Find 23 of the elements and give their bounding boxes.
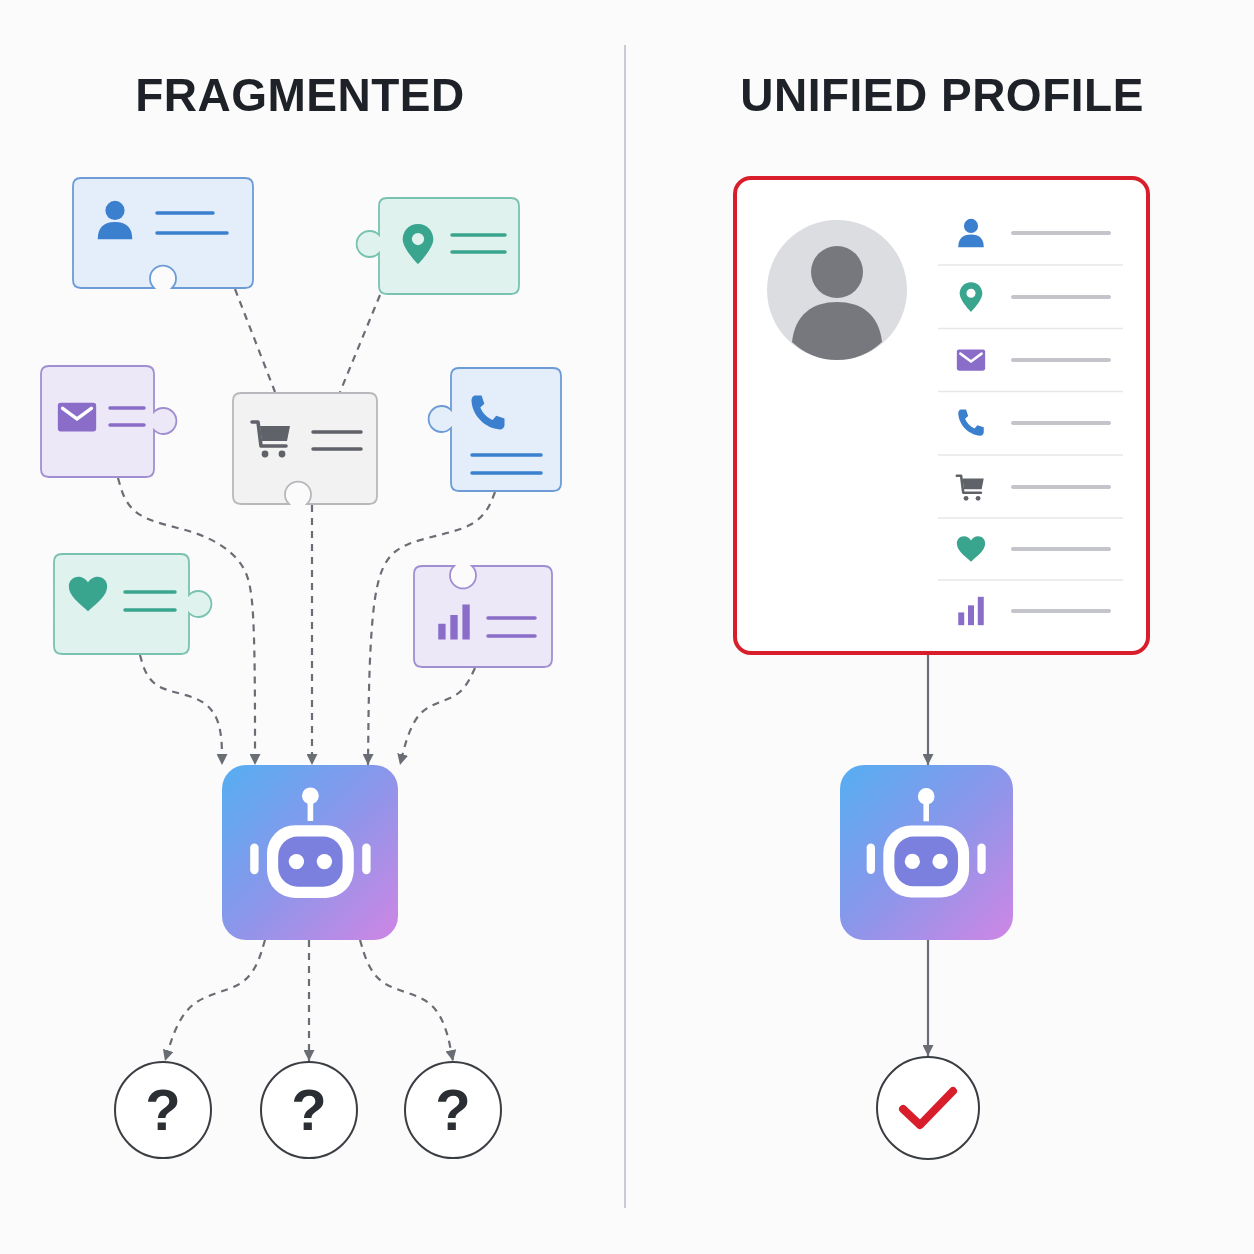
question-mark: ? — [145, 1081, 181, 1139]
puzzle-piece-card — [413, 565, 553, 668]
arrow — [922, 655, 934, 765]
puzzle-piece-card — [232, 392, 378, 505]
puzzle-piece-card — [72, 177, 254, 289]
question-mark: ? — [435, 1081, 471, 1139]
arrow — [922, 940, 934, 1056]
question-mark: ? — [291, 1081, 327, 1139]
arrow — [362, 491, 497, 765]
arrow — [138, 654, 228, 765]
heading: FRAGMENTED — [135, 68, 465, 122]
arrow — [306, 505, 318, 765]
arrow — [116, 477, 261, 765]
connector-line — [233, 288, 277, 393]
arrow — [358, 939, 457, 1062]
profile-card — [733, 176, 1150, 655]
arrow — [303, 940, 315, 1061]
heading: UNIFIED PROFILE — [740, 68, 1144, 122]
arrow — [162, 939, 267, 1062]
arrow — [397, 667, 476, 766]
robot-app-tile — [840, 765, 1013, 940]
robot-app-tile — [222, 765, 398, 940]
connector-line — [339, 294, 381, 393]
